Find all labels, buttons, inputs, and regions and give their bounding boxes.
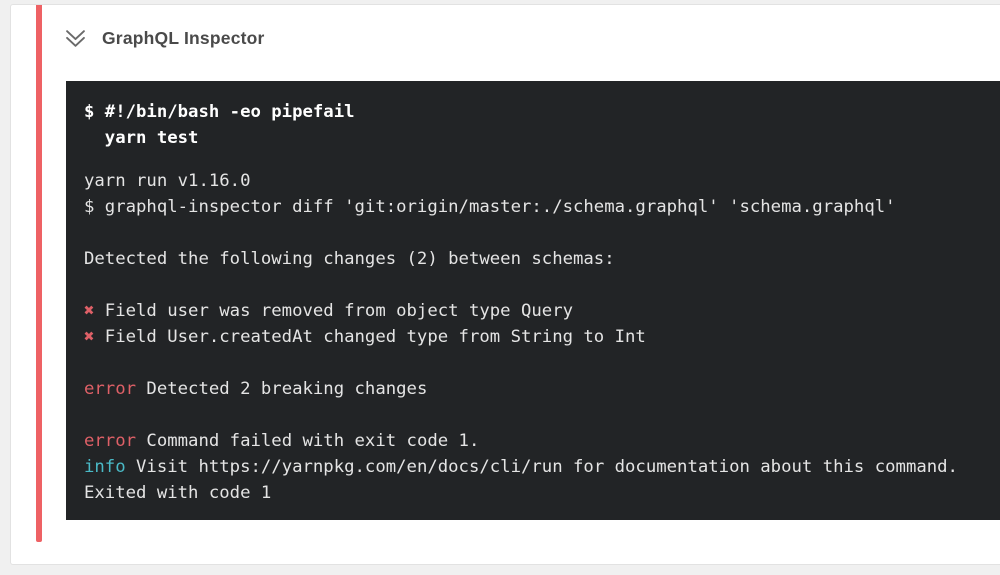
build-step-card: GraphQL Inspector $ #!/bin/bash -eo pipe… <box>10 4 1000 565</box>
terminal-line: $ #!/bin/bash -eo pipefail <box>84 102 355 122</box>
terminal-line <box>84 402 1000 428</box>
terminal-line <box>84 272 1000 298</box>
step-header[interactable]: GraphQL Inspector <box>62 24 265 52</box>
terminal-line: error Detected 2 breaking changes <box>84 379 428 399</box>
terminal-line: ✖ Field User.createdAt changed type from… <box>84 327 646 347</box>
failure-accent-bar <box>36 5 42 542</box>
terminal-line: ✖ Field user was removed from object typ… <box>84 301 573 321</box>
terminal-line: Exited with code 1 <box>84 483 272 503</box>
terminal-line: $ graphql-inspector diff 'git:origin/mas… <box>84 197 896 217</box>
terminal-block: yarn run v1.16.0 $ graphql-inspector diff… <box>84 168 1000 506</box>
terminal-block: $ #!/bin/bash -eo pipefail yarn test <box>84 99 1000 151</box>
terminal-line: error Command failed with exit code 1. <box>84 431 480 451</box>
terminal-line: Detected the following changes (2) betwe… <box>84 249 615 269</box>
double-chevron-down-icon[interactable] <box>62 26 89 51</box>
terminal-line: yarn test <box>84 128 199 148</box>
terminal-line: yarn run v1.16.0 <box>84 171 251 191</box>
terminal-line <box>84 350 1000 376</box>
step-title: GraphQL Inspector <box>102 27 265 48</box>
terminal-line: info Visit https://yarnpkg.com/en/docs/c… <box>84 457 958 477</box>
terminal-line <box>84 220 1000 246</box>
